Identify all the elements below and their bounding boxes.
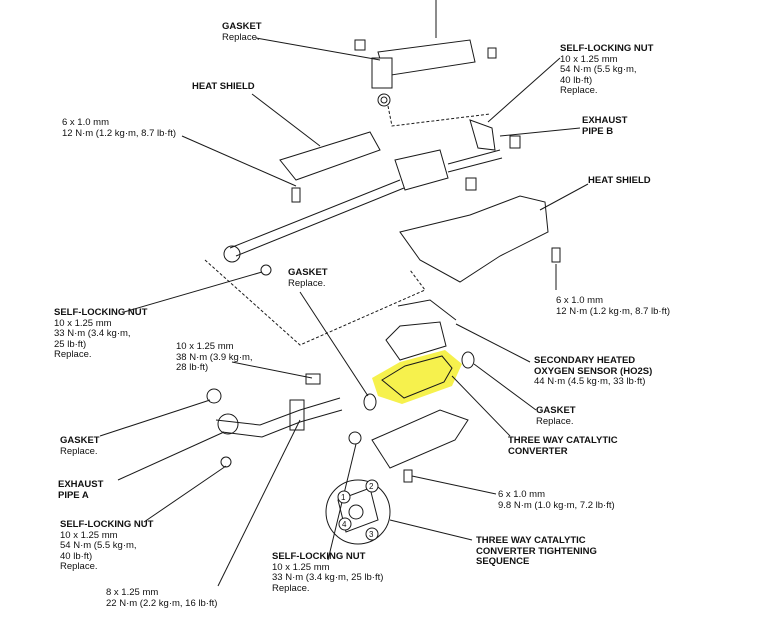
resonator	[394, 149, 449, 191]
catalytic-converter	[381, 355, 453, 399]
label-gasket-mid: GASKET Replace.	[288, 267, 328, 289]
label-self-locking-nut-top: SELF-LOCKING NUT 10 x 1.25 mm 54 N·m (5.…	[560, 43, 654, 96]
pipe-lower	[235, 187, 405, 257]
self-locking-nut-bottom-part	[348, 431, 362, 445]
label-gasket-left: GASKET Replace.	[60, 435, 100, 457]
label-heat-shield-right: HEAT SHIELD	[588, 175, 651, 186]
self-locking-nut-left-part	[260, 264, 272, 276]
nut-mid-part	[305, 373, 321, 385]
lower-heat-shield	[371, 409, 469, 469]
label-self-locking-nut-bl: SELF-LOCKING NUT 10 x 1.25 mm 54 N·m (5.…	[60, 519, 154, 572]
label-twc: THREE WAY CATALYTIC CONVERTER	[508, 435, 618, 457]
bracket	[289, 399, 305, 431]
catalytic-highlight	[372, 350, 462, 404]
catalytic-upper-shell	[385, 321, 447, 361]
pipe-upper	[229, 179, 401, 249]
gasket-right-part	[461, 351, 475, 369]
hanger-1	[354, 39, 366, 51]
label-bolt-6x1-top: 6 x 1.0 mm 12 N·m (1.2 kg·m, 8.7 lb·ft)	[62, 117, 177, 139]
pipe-a-flange	[217, 413, 239, 435]
label-gasket-top: GASKET Replace.	[222, 21, 262, 43]
hanger-2	[487, 47, 497, 59]
label-self-locking-nut-left: SELF-LOCKING NUT 10 x 1.25 mm 33 N·m (3.…	[54, 307, 148, 360]
seq-number-3: 3	[369, 530, 374, 539]
ho2s-wire	[397, 299, 457, 321]
label-exhaust-pipe-b: EXHAUST PIPE B	[582, 115, 628, 137]
seq-number-2: 2	[369, 482, 374, 491]
label-gasket-right: GASKET Replace.	[536, 405, 576, 427]
label-ho2s: SECONDARY HEATED OXYGEN SENSOR (HO2S) 44…	[534, 355, 653, 387]
gasket-mid-part	[363, 393, 377, 411]
muffler-outlet	[371, 57, 393, 89]
label-bolt-6x1-bottom: 6 x 1.0 mm 9.8 N·m (1.0 kg·m, 7.2 lb·ft)	[498, 489, 615, 511]
exhaust-pipe-a-lower	[221, 409, 343, 438]
label-heat-shield-top: HEAT SHIELD	[192, 81, 255, 92]
seq-number-4: 4	[342, 520, 347, 529]
seq-number-1: 1	[341, 493, 346, 502]
bolt-top	[291, 187, 301, 203]
heat-shield-right	[399, 195, 549, 283]
pipe-flange	[223, 245, 241, 263]
exhaust-pipe-b	[469, 119, 496, 151]
muffler	[377, 39, 476, 77]
assembly-outline-mid	[204, 259, 426, 346]
hanger-3	[509, 135, 521, 149]
gasket-left-part	[206, 388, 222, 404]
label-bolt-6x1-right: 6 x 1.0 mm 12 N·m (1.2 kg·m, 8.7 lb·ft)	[556, 295, 671, 317]
heat-shield-top	[279, 131, 381, 181]
gasket-top	[377, 93, 391, 107]
label-self-locking-nut-bottom: SELF-LOCKING NUT 10 x 1.25 mm 33 N·m (3.…	[272, 551, 384, 594]
assembly-outline-top	[387, 105, 491, 127]
bolt-right	[551, 247, 561, 263]
hanger-4	[465, 177, 477, 191]
label-nut-10x125-mid: 10 x 1.25 mm 38 N·m (3.9 kg·m, 28 lb·ft)	[176, 341, 253, 373]
label-bolt-8x125: 8 x 1.25 mm 22 N·m (2.2 kg·m, 16 lb·ft)	[106, 587, 218, 609]
label-twc-sequence: THREE WAY CATALYTIC CONVERTER TIGHTENING…	[476, 535, 597, 567]
bolt-bottom	[403, 469, 413, 483]
self-locking-nut-bl-part	[220, 456, 232, 468]
exhaust-pipe-a-upper	[215, 397, 341, 426]
sequence-circle	[325, 479, 391, 545]
label-exhaust-pipe-a: EXHAUST PIPE A	[58, 479, 104, 501]
